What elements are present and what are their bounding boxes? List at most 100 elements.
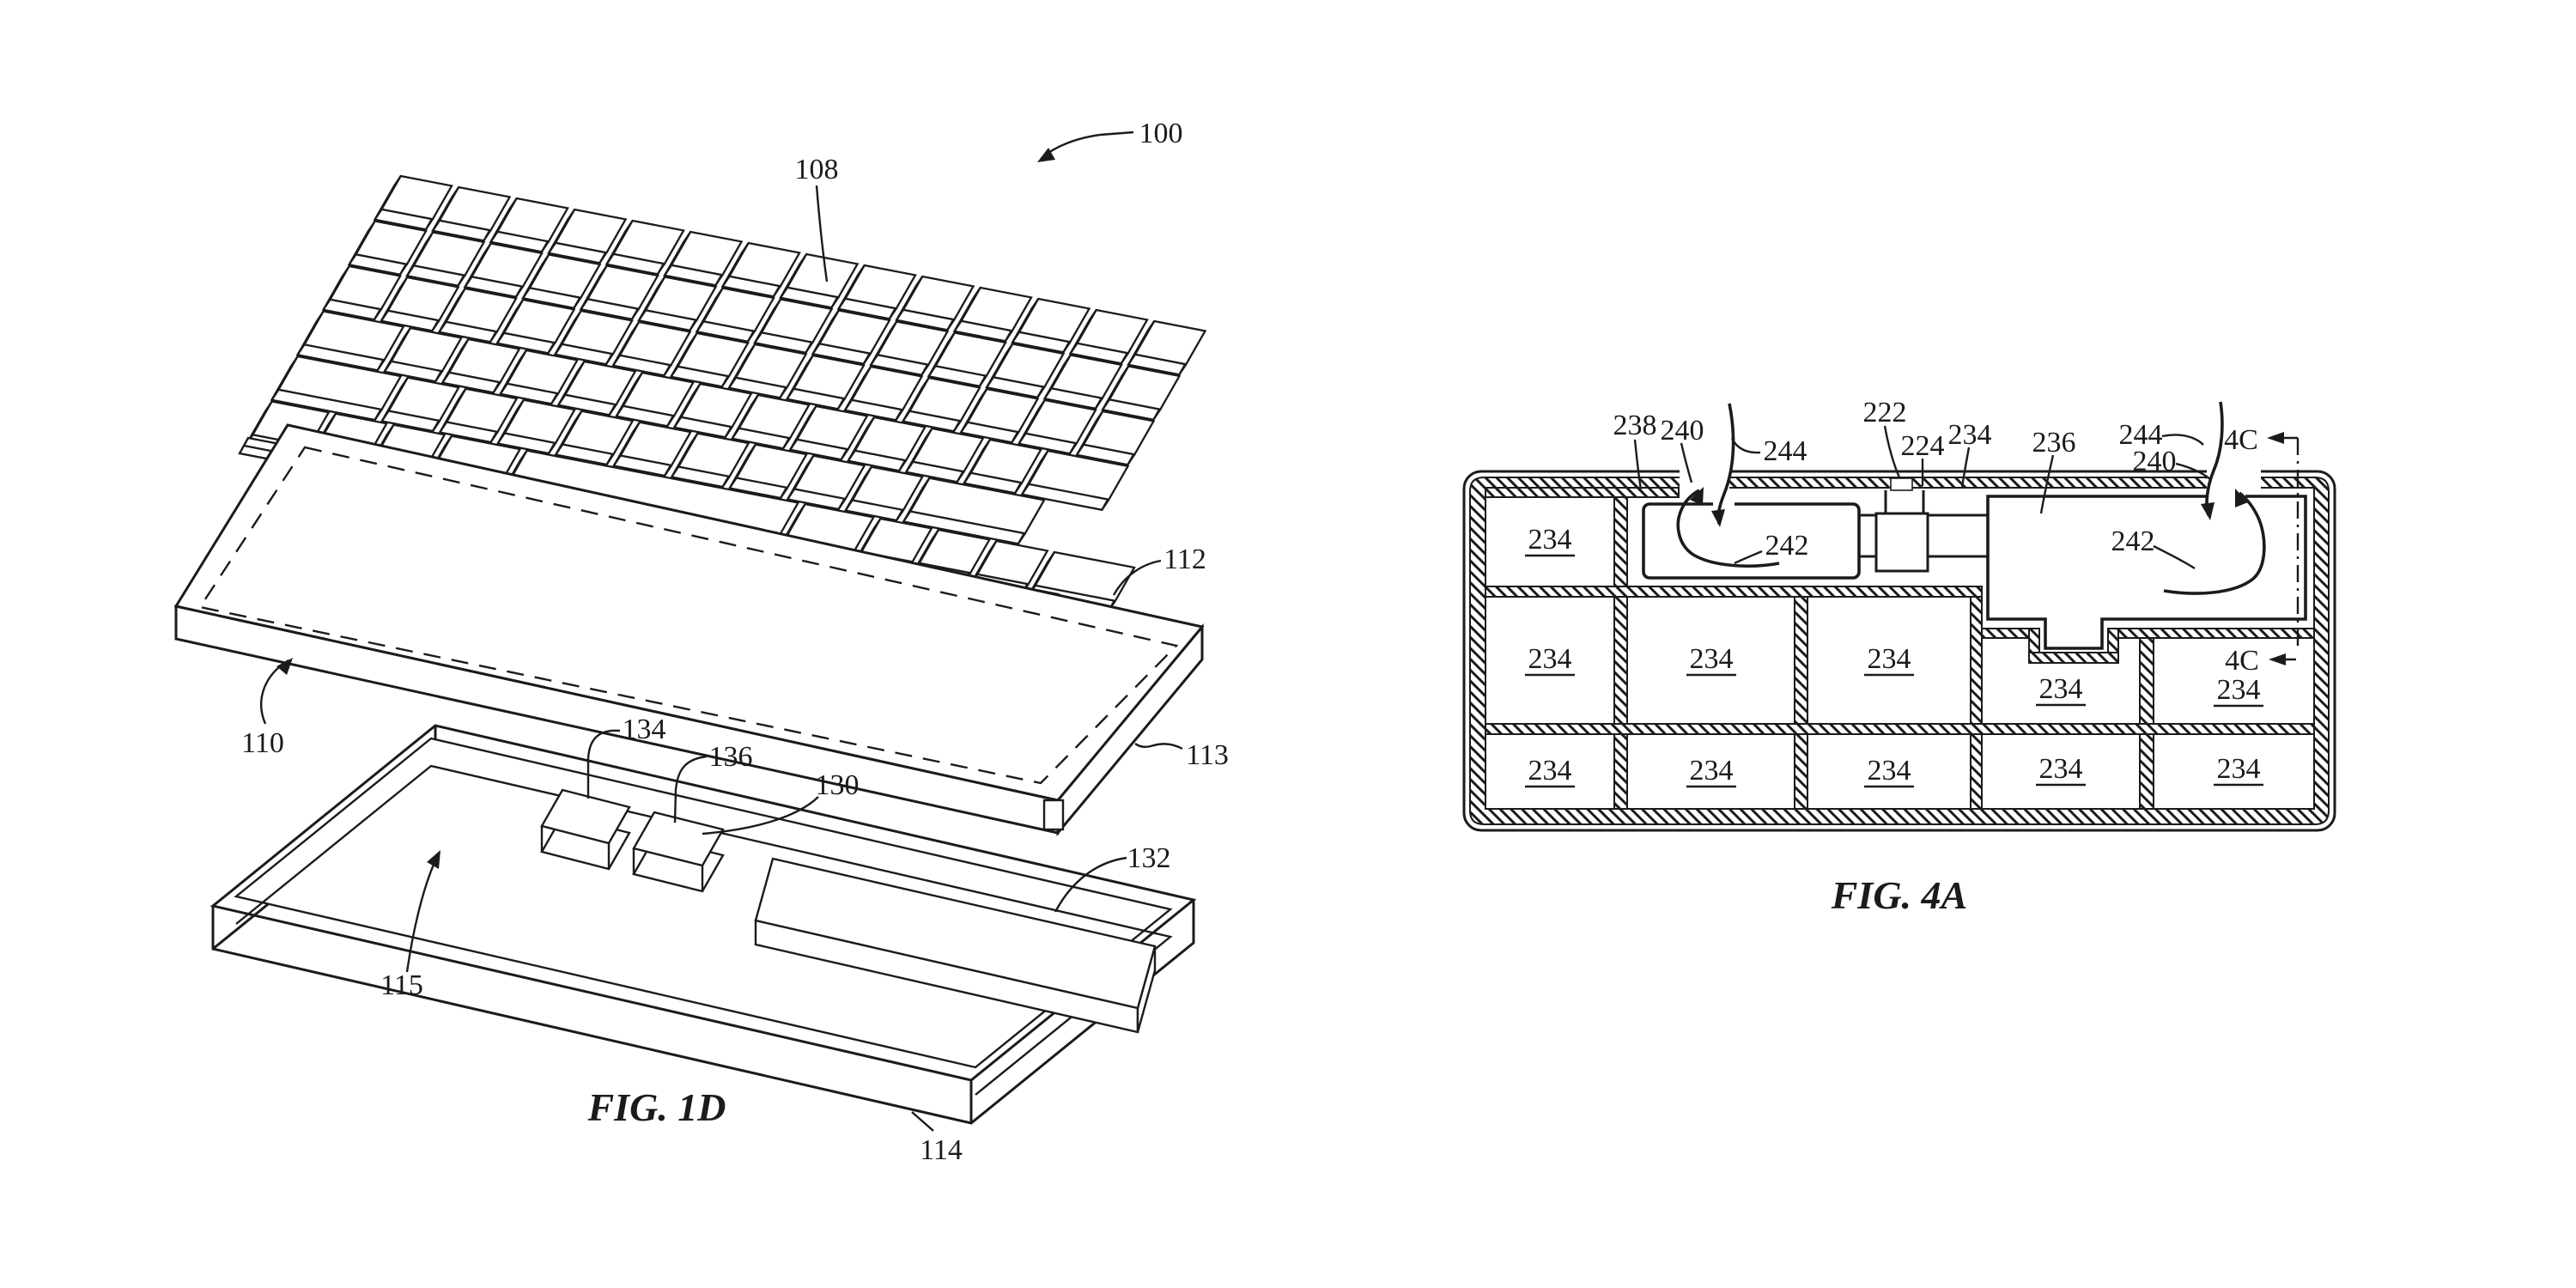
keycap-edge — [1178, 363, 1188, 375]
label-115: 115 — [380, 969, 423, 1001]
keycap-edge — [514, 286, 524, 298]
keycap-edge — [956, 471, 965, 483]
keycap — [850, 365, 924, 411]
keycap-edge — [844, 499, 854, 512]
keycap-edge — [779, 287, 788, 299]
keycap-edge — [499, 383, 508, 395]
keycap — [917, 528, 992, 574]
vent-slot-right — [2207, 470, 2261, 490]
keycap-edge — [786, 388, 795, 400]
airflow-in-right — [2205, 401, 2224, 516]
keycap-edge — [1017, 532, 1026, 544]
keycap-edge — [348, 253, 357, 265]
keycap — [621, 371, 696, 417]
chamber-module — [1642, 502, 1861, 580]
keycap — [445, 387, 519, 434]
leader-114 — [911, 1111, 934, 1132]
keycap — [734, 443, 809, 489]
keycap-edge — [1101, 398, 1110, 410]
keycap-edge — [663, 264, 672, 276]
keycap-edge — [489, 331, 498, 343]
keycap — [276, 355, 403, 411]
keycap-edge — [1014, 482, 1024, 494]
opening-222 — [1890, 477, 1913, 491]
keycap-edge — [489, 431, 499, 443]
keycap — [992, 343, 1066, 389]
arrow-115 — [405, 854, 440, 973]
keycap-edge — [905, 461, 914, 473]
keycap — [354, 220, 428, 266]
keycap — [670, 230, 744, 276]
keycap-edge — [380, 410, 390, 422]
label-234-wall: 234 — [1948, 419, 1992, 451]
cell-label-234: 234 — [1528, 524, 1572, 556]
leader-112 — [1112, 559, 1162, 596]
keycap-edge — [548, 442, 557, 454]
keycap — [586, 264, 659, 311]
keycap — [495, 197, 569, 243]
label-244-right: 244 — [2119, 419, 2163, 451]
keycap-edge — [664, 465, 673, 477]
keycap — [563, 360, 637, 406]
keycap — [1033, 550, 1136, 603]
keycap — [528, 253, 602, 300]
keycap-edge — [405, 264, 415, 276]
keycap — [505, 349, 580, 395]
keycap-edge — [811, 343, 821, 355]
keycap — [1108, 365, 1182, 411]
keycap-edge — [376, 359, 386, 371]
label-4c-top: 4C — [2224, 424, 2258, 456]
keycap-edge — [1018, 433, 1027, 445]
component-236 — [1986, 495, 2307, 650]
outer-contour — [1462, 470, 2336, 832]
fig4a-leaders — [1633, 425, 2211, 569]
keycap-edge — [963, 472, 972, 484]
keycap-edge — [615, 405, 624, 417]
keycap-edge — [920, 364, 930, 376]
keycap — [850, 465, 925, 512]
keycap-edge — [439, 421, 448, 434]
keycap-edge — [464, 276, 473, 288]
keycap-edge — [727, 377, 737, 389]
leader-100 — [1099, 131, 1134, 137]
keycap-edge — [985, 376, 994, 388]
keycap-edge — [608, 404, 617, 416]
duct-channel — [1859, 490, 1988, 573]
keycap-edge — [521, 287, 531, 299]
keycap-edge — [605, 453, 615, 465]
keycap-edge — [637, 309, 647, 321]
airflow-loop-left — [1676, 489, 1780, 568]
keycap — [793, 454, 866, 501]
caption-fig-4a: FIG. 4A — [1831, 873, 1967, 917]
leader-238 — [1633, 439, 1643, 490]
leader-134 — [586, 729, 621, 799]
keycap-edge — [547, 342, 556, 354]
keycap-edge — [557, 394, 567, 406]
keycap — [795, 404, 869, 451]
label-242-left: 242 — [1765, 530, 1809, 562]
keycap-edge — [383, 361, 392, 373]
keycap — [902, 275, 975, 321]
wall-v3 — [1970, 596, 1983, 810]
keycap-edge — [1036, 386, 1046, 398]
label-240-right: 240 — [2133, 446, 2177, 477]
keycap-edge — [270, 389, 280, 401]
label-130: 130 — [816, 769, 860, 801]
keycap — [618, 421, 693, 467]
keycap — [817, 309, 891, 355]
label-4c-mid: 4C — [2225, 645, 2259, 677]
keycap — [676, 331, 750, 378]
keycap-edge — [696, 320, 705, 332]
keycap — [386, 276, 460, 322]
keycap-edge — [720, 375, 730, 387]
keycap-edge — [580, 298, 589, 310]
keycap — [975, 539, 1049, 586]
cell-label-234: 234 — [2039, 753, 2083, 785]
keycap-edge — [862, 353, 872, 365]
keycap-edge — [1152, 409, 1162, 421]
wall-pocket-bottom — [2028, 652, 2119, 664]
keycap-edge — [978, 375, 987, 387]
keycap-edge — [671, 465, 680, 478]
label-108: 108 — [795, 154, 839, 185]
cell-label-234: 234 — [1868, 755, 1911, 787]
